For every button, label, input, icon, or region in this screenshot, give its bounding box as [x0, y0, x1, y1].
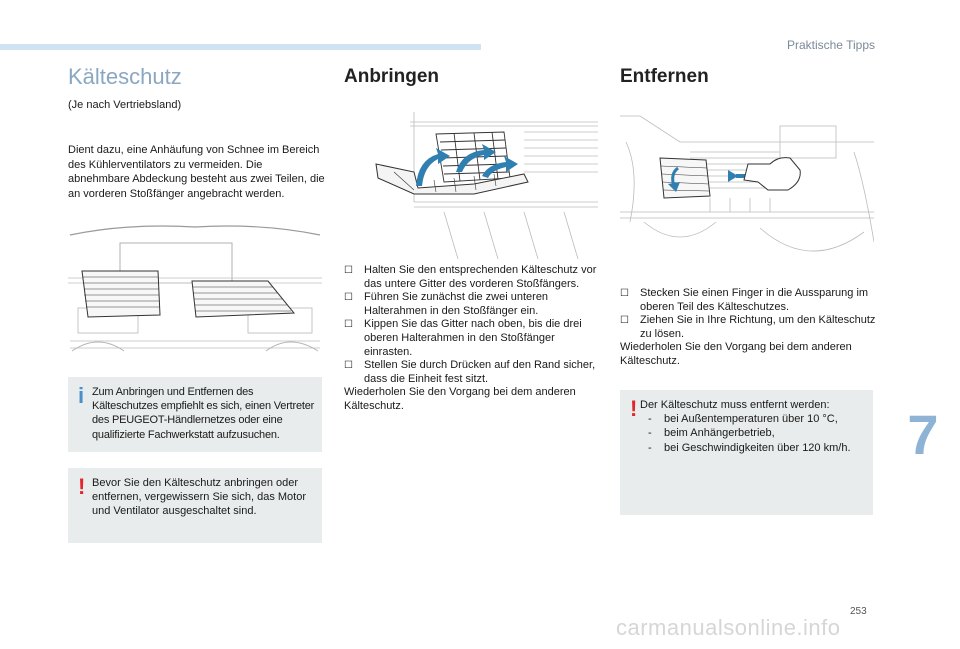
- install-step: ☐Kippen Sie das Gitter nach oben, bis di…: [344, 318, 582, 358]
- arrow-icon: ☐: [344, 292, 353, 304]
- arrow-icon: ☐: [344, 319, 353, 331]
- info-box-text: Zum Anbringen und Entfernen des Kältesch…: [92, 386, 315, 441]
- install-step: ☐Führen Sie zunächst die zwei unteren Ha…: [344, 291, 549, 317]
- install-illustration: [374, 112, 598, 259]
- page-number: 253: [850, 606, 867, 617]
- watermark: carmanualsonline.info: [616, 615, 841, 640]
- removal-illustration: [620, 112, 874, 269]
- arrow-icon: ☐: [620, 315, 629, 327]
- warning-bullet: -beim Anhängerbetrieb,: [648, 427, 775, 440]
- warning-icon: !: [630, 396, 638, 421]
- chapter-number: 7: [907, 403, 939, 466]
- heading-anbringen: Anbringen: [344, 66, 439, 87]
- removal-step: ☐Stecken Sie einen Finger in die Ausspar…: [620, 287, 869, 313]
- arrow-icon: ☐: [620, 288, 629, 299]
- page-title: Kälteschutz: [68, 64, 182, 89]
- warning-box-text: Bevor Sie den Kälteschutz anbringen oder…: [92, 477, 306, 518]
- removal-closing: Wiederholen Sie den Vorgang bei dem ande…: [620, 341, 852, 367]
- warning-icon: !: [78, 474, 86, 499]
- removal-steps: ☐Stecken Sie einen Finger in die Ausspar…: [620, 287, 876, 369]
- warning-intro: Der Kälteschutz muss entfernt werden:: [640, 399, 830, 411]
- warning-bullet: -bei Außentemperaturen über 10 °C,: [648, 413, 838, 426]
- warning-box-right: ! Der Kälteschutz muss entfernt werden: …: [620, 390, 873, 515]
- info-box: i Zum Anbringen und Entfernen des Kältes…: [68, 377, 322, 452]
- section-title: Praktische Tipps: [786, 38, 875, 52]
- removal-step: ☐Ziehen Sie in Ihre Richtung, um den Käl…: [620, 314, 876, 340]
- info-icon: i: [78, 383, 85, 408]
- install-steps: ☐Halten Sie den entsprechenden Kälteschu…: [344, 264, 600, 414]
- heading-entfernen: Entfernen: [620, 66, 709, 87]
- install-step: ☐Stellen Sie durch Drücken auf den Rand …: [344, 359, 596, 385]
- warning-bullet: -bei Geschwindigkeiten über 120 km/h.: [648, 441, 851, 454]
- arrow-icon: ☐: [344, 265, 353, 276]
- top-accent-bar: [0, 44, 481, 50]
- bumper-illustration-left: [68, 223, 322, 360]
- intro-text: Dient dazu, eine Anhäufung von Schnee im…: [68, 144, 325, 200]
- install-closing: Wiederholen Sie den Vorgang bei dem ande…: [344, 386, 576, 412]
- warning-box-left: ! Bevor Sie den Kälteschutz anbringen od…: [68, 468, 322, 543]
- install-step: ☐Halten Sie den entsprechenden Kälteschu…: [344, 264, 597, 290]
- subtitle: (Je nach Vertriebsland): [68, 99, 182, 111]
- warning-box-right-text: Der Kälteschutz muss entfernt werden: -b…: [640, 398, 870, 455]
- arrow-icon: ☐: [344, 360, 353, 372]
